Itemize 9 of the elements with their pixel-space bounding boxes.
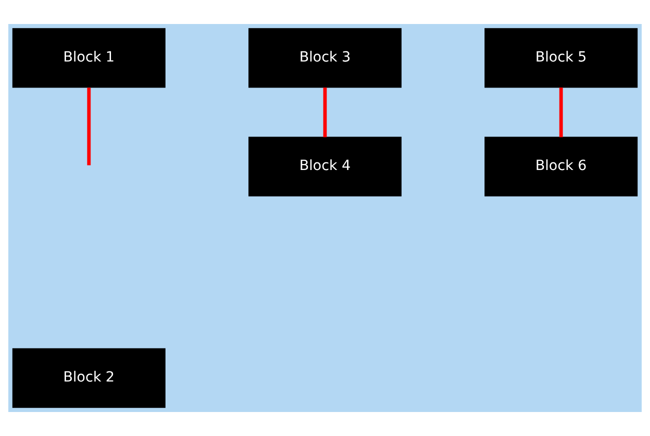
node-box: Block 5 xyxy=(484,28,638,88)
connector xyxy=(87,88,91,166)
node-box: Block 4 xyxy=(248,136,402,196)
node-box: Block 6 xyxy=(484,136,638,196)
node-box: Block 2 xyxy=(12,348,166,408)
node-box: Block 1 xyxy=(12,28,166,88)
connector xyxy=(559,88,563,138)
connector xyxy=(323,88,327,138)
node-box: Block 3 xyxy=(248,28,402,88)
